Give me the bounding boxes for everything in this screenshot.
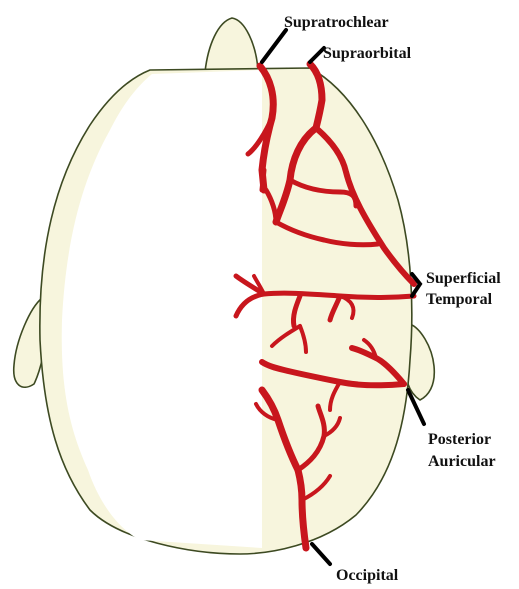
posterior-auricular-label-line2: Auricular xyxy=(428,453,496,470)
occipital-label: Occipital xyxy=(336,567,399,584)
superficial-temporal-label-line1: Superficial xyxy=(426,270,501,287)
supratrochlear-leader xyxy=(262,30,286,62)
occipital-leader xyxy=(312,544,330,564)
supraorbital-leader xyxy=(310,48,324,62)
nose-shape xyxy=(205,18,258,72)
supraorbital-label: Supraorbital xyxy=(323,45,412,62)
posterior-auricular-label-line1: Posterior xyxy=(428,431,491,448)
supratrochlear-label: Supratrochlear xyxy=(284,14,389,31)
superficial-temporal-label-line2: Temporal xyxy=(426,291,493,308)
